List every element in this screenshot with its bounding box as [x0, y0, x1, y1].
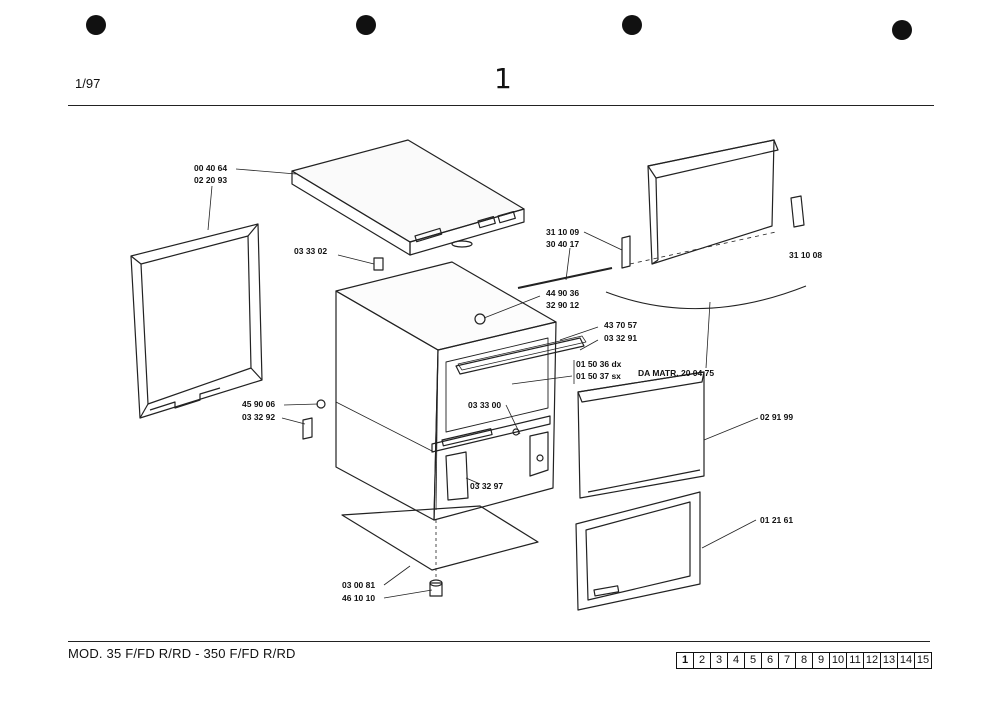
footer-rule [68, 641, 930, 642]
side-bracket-part [621, 235, 631, 269]
punch-hole-2 [356, 15, 376, 35]
side-screw-part [316, 399, 326, 409]
page-box-2[interactable]: 2 [694, 653, 711, 668]
page-box-8[interactable]: 8 [796, 653, 813, 668]
page-box-6[interactable]: 6 [762, 653, 779, 668]
sheet-number: 1 [494, 62, 512, 95]
rear-right-panel [647, 139, 779, 265]
page-index: 1 2 3 4 5 6 7 8 9 10 11 12 13 14 15 [676, 652, 932, 669]
page-box-3[interactable]: 3 [711, 653, 728, 668]
upper-door-part [577, 371, 705, 499]
label-side-bracket-1: 31 10 09 [546, 227, 579, 237]
page-box-12[interactable]: 12 [864, 653, 881, 668]
page-box-15[interactable]: 15 [916, 654, 930, 666]
page-box-4[interactable]: 4 [728, 653, 745, 668]
side-clip-part [302, 417, 313, 440]
base-plate [341, 505, 539, 571]
label-upper-door: 02 91 99 [760, 412, 793, 422]
page-box-10[interactable]: 10 [830, 653, 847, 668]
label-lower-rail-1: 01 50 36 dx [576, 359, 622, 369]
label-side-screw-2: 03 32 92 [242, 412, 275, 422]
label-top-bracket: 03 33 02 [294, 246, 327, 256]
label-top-hinge-2: 32 90 12 [546, 300, 579, 310]
label-side-bracket-2: 30 40 17 [546, 239, 579, 249]
leader-lines [207, 168, 759, 599]
label-foot-2: 46 10 10 [342, 593, 375, 603]
top-cover-part [291, 139, 525, 256]
page-box-7[interactable]: 7 [779, 653, 796, 668]
punch-hole-4 [892, 20, 912, 40]
label-base-rail: 03 32 97 [470, 481, 503, 491]
label-top-cover-1: 00 40 64 [194, 163, 227, 173]
page-box-13[interactable]: 13 [881, 653, 898, 668]
label-door-rail-2: 03 32 91 [604, 333, 637, 343]
page-code: 1/97 [75, 76, 101, 91]
label-top-hinge-1: 44 90 36 [546, 288, 579, 298]
page-box-5[interactable]: 5 [745, 653, 762, 668]
top-bracket-part [373, 257, 384, 271]
label-inner-rail: 03 33 00 [468, 400, 501, 410]
label-side-screw-1: 45 90 06 [242, 399, 275, 409]
page-box-9[interactable]: 9 [813, 653, 830, 668]
model-caption: MOD. 35 F/FD R/RD - 350 F/FD R/RD [68, 646, 296, 661]
page-box-1[interactable]: 1 [677, 653, 694, 668]
punch-hole-3 [622, 15, 642, 35]
header-rule [68, 105, 934, 106]
label-serial-note: DA MATR. 20 04 75 [638, 368, 714, 378]
punch-hole-1 [86, 15, 106, 35]
page-box-14[interactable]: 14 [898, 653, 915, 668]
label-foot-1: 03 00 81 [342, 580, 375, 590]
label-top-cover-2: 02 20 93 [194, 175, 227, 185]
label-rear-clip: 31 10 08 [789, 250, 822, 260]
page-box-11[interactable]: 11 [847, 653, 864, 668]
lower-door-part [575, 491, 701, 611]
label-door-rail-1: 43 70 57 [604, 320, 637, 330]
label-lower-door: 01 21 61 [760, 515, 793, 525]
left-side-panel [130, 223, 263, 419]
rear-clip-part [790, 195, 805, 228]
cabinet-body [335, 261, 587, 521]
label-lower-rail-2: 01 50 37 sx [576, 371, 621, 381]
rod-part [517, 267, 613, 289]
foot-part [429, 579, 443, 597]
